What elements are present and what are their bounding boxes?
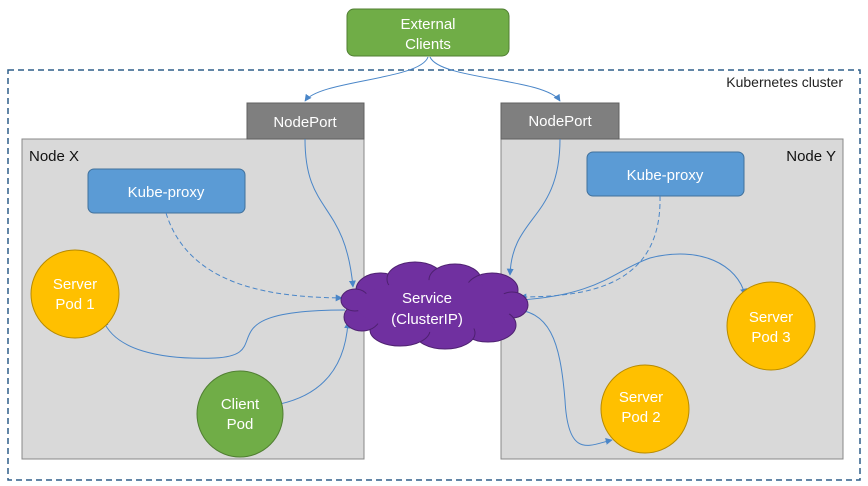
cluster-boundary (7, 69, 861, 481)
arrow-clients-to-nodeport-x (304, 56, 429, 102)
kube-proxy-y[interactable]: Kube-proxy (586, 151, 745, 197)
server-pod-3-line2: Pod 3 (751, 329, 790, 346)
nodeport-y[interactable]: NodePort (500, 102, 620, 140)
kube-proxy-x[interactable]: Kube-proxy (87, 168, 246, 214)
arrow-service-to-server-pod-2 (509, 308, 613, 446)
arrow-nodeport-x-to-service (304, 138, 356, 288)
server-pod-1[interactable]: Server Pod 1 (30, 249, 120, 339)
arrow-nodeport-y-to-service (506, 138, 561, 276)
server-pod-1-line2: Pod 1 (55, 296, 94, 313)
cluster-label: Kubernetes cluster (726, 74, 843, 90)
nodeport-y-label: NodePort (528, 113, 592, 130)
arrow-service-to-server-pod-3 (519, 253, 747, 301)
client-pod-line2: Pod (227, 416, 254, 433)
server-pod-3-line1: Server (749, 309, 793, 326)
connectors (102, 56, 747, 446)
service-clusterip-cloud[interactable]: Service (ClusterIP) (340, 261, 529, 350)
server-pod-2-line2: Pod 2 (621, 409, 660, 426)
arrow-client-pod-to-service (279, 321, 352, 405)
service-line1: Service (402, 290, 452, 307)
external-clients-box[interactable]: External Clients (346, 8, 510, 57)
arrow-clients-to-nodeport-y (429, 56, 561, 102)
client-pod[interactable]: Client Pod (196, 370, 284, 458)
external-clients-line2: Clients (405, 36, 451, 53)
external-clients-line1: External (400, 16, 455, 33)
kube-proxy-x-label: Kube-proxy (128, 184, 205, 201)
kube-proxy-y-label: Kube-proxy (627, 167, 704, 184)
service-line2: (ClusterIP) (391, 311, 463, 328)
node-y-label: Node Y (786, 148, 836, 165)
client-pod-line1: Client (221, 396, 260, 413)
server-pod-2-line1: Server (619, 389, 663, 406)
arrow-service-to-server-pod-1 (102, 309, 346, 359)
dashed-kube-proxy-y-to-service (519, 195, 661, 301)
dashed-kube-proxy-x-to-service (165, 212, 343, 302)
nodeport-x[interactable]: NodePort (246, 102, 365, 140)
server-pod-1-line1: Server (53, 276, 97, 293)
node-x-label: Node X (29, 148, 79, 165)
server-pod-2[interactable]: Server Pod 2 (600, 364, 690, 454)
server-pod-3[interactable]: Server Pod 3 (726, 281, 816, 371)
nodeport-x-label: NodePort (273, 114, 337, 131)
